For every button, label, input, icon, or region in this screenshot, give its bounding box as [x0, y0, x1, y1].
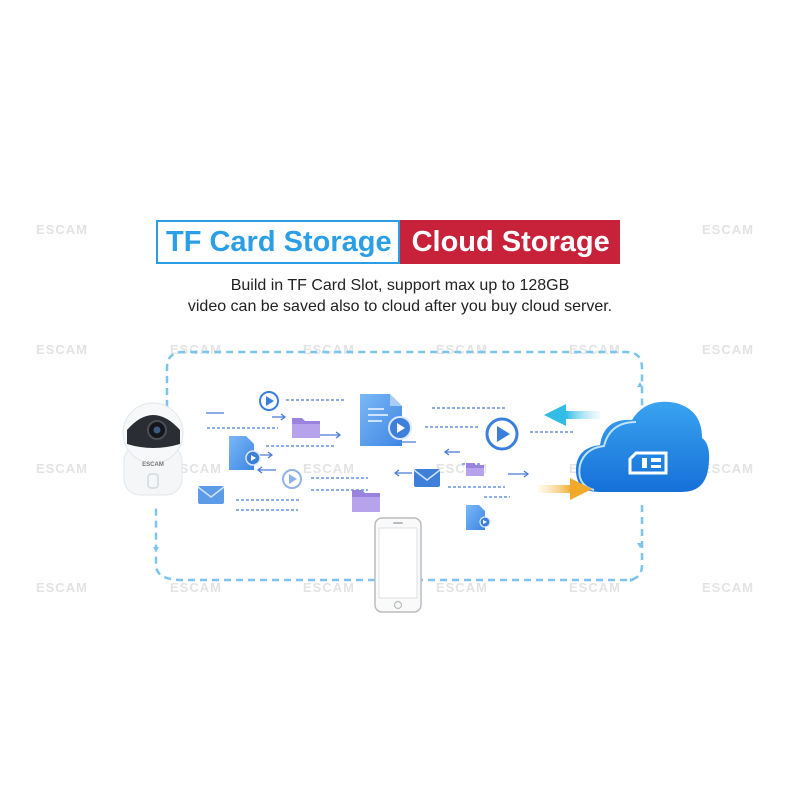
folder-icon: [352, 490, 380, 512]
folder-icon: [292, 418, 320, 438]
smartphone-icon: [374, 517, 422, 613]
watermark-text: ESCAM: [303, 461, 355, 476]
mail-icon: [197, 486, 225, 504]
watermark-text: ESCAM: [436, 580, 488, 595]
watermark-text: ESCAM: [569, 580, 621, 595]
cloud-storage-title: Cloud Storage: [399, 220, 620, 264]
watermark-text: ESCAM: [702, 342, 754, 357]
cloud-icon: [576, 401, 710, 492]
camera-brand-label: ESCAM: [142, 462, 164, 468]
video-file-icon: [360, 394, 412, 446]
upload-arrow-icon: [538, 478, 592, 500]
video-file-icon: [229, 436, 261, 470]
title-banner: TF Card Storage Cloud Storage: [156, 220, 620, 264]
mail-icon: [413, 469, 441, 487]
camera-icon: ESCAM: [122, 402, 184, 496]
sd-card-icon: [628, 451, 668, 475]
watermark-text: ESCAM: [569, 342, 621, 357]
watermark-text: ESCAM: [702, 580, 754, 595]
play-icon: [282, 469, 302, 489]
watermark-text: ESCAM: [36, 461, 88, 476]
watermark-text: ESCAM: [170, 461, 222, 476]
subtitle-line-1: Build in TF Card Slot, support max up to…: [230, 277, 570, 294]
watermark-text: ESCAM: [702, 222, 754, 237]
download-arrow-icon: [544, 404, 600, 426]
watermark-text: ESCAM: [36, 580, 88, 595]
tf-card-storage-title: TF Card Storage: [156, 220, 400, 264]
play-icon: [259, 391, 279, 411]
folder-icon: [466, 463, 484, 476]
subtitle-line-2: video can be saved also to cloud after y…: [187, 298, 613, 315]
play-icon: [485, 417, 519, 451]
video-file-icon: [466, 505, 491, 530]
watermark-text: ESCAM: [36, 342, 88, 357]
watermark-text: ESCAM: [36, 222, 88, 237]
watermark-text: ESCAM: [170, 580, 222, 595]
watermark-text: ESCAM: [702, 461, 754, 476]
watermark-text: ESCAM: [303, 580, 355, 595]
